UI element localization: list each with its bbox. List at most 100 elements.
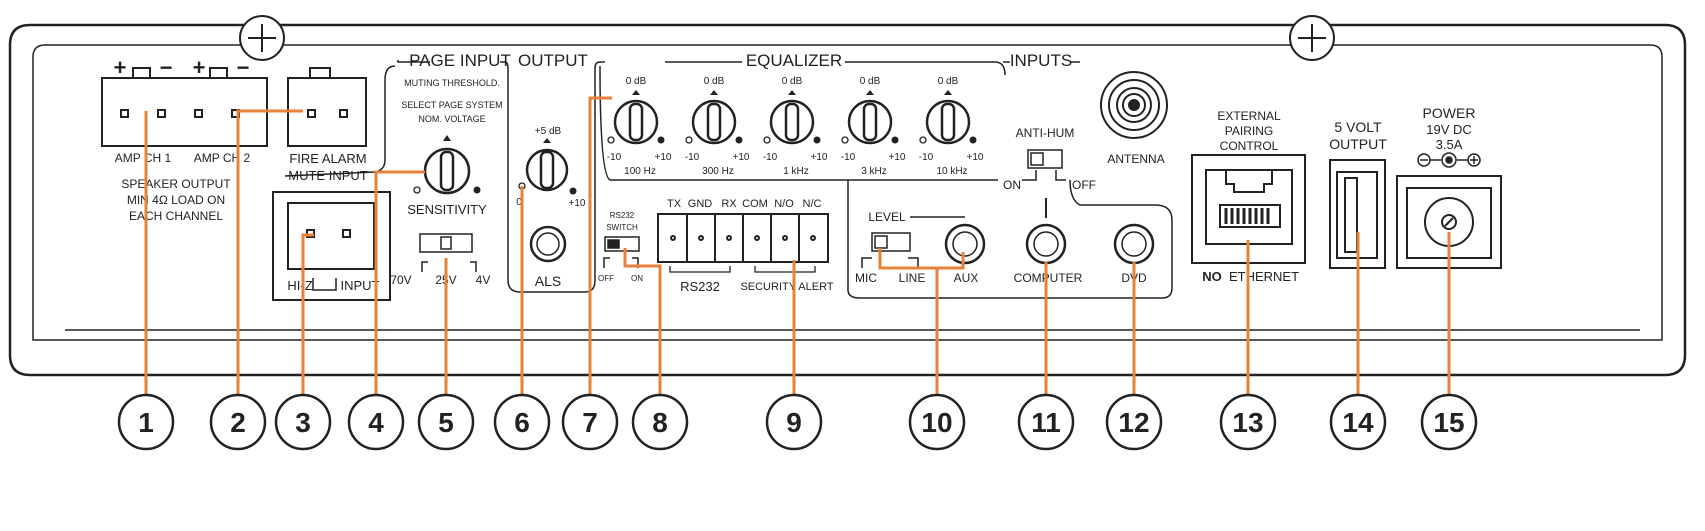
- callout-line-8: [623, 248, 662, 400]
- svg-text:−: −: [237, 55, 250, 80]
- power-label-1: POWER: [1423, 105, 1476, 121]
- section-brackets: [273, 60, 1173, 301]
- callout-8: 8: [631, 393, 689, 451]
- antihum-switch[interactable]: [1022, 149, 1066, 218]
- svg-text:+: +: [193, 55, 206, 80]
- callout-6: 6: [493, 393, 551, 451]
- callout-number: 8: [652, 407, 668, 438]
- eq-max-label: +10: [811, 152, 828, 163]
- antenna-connector[interactable]: [1100, 71, 1168, 139]
- switch-70v: 70V: [390, 273, 411, 287]
- callout-number: 7: [582, 407, 598, 438]
- pairing-label-3: CONTROL: [1220, 139, 1279, 153]
- section-page-input: PAGE INPUT: [409, 51, 511, 70]
- terminal-block: [657, 213, 829, 273]
- speaker-polarity: + − + −: [114, 55, 250, 80]
- pin-gnd: GND: [688, 198, 713, 210]
- section-inputs: INPUTS: [1010, 51, 1072, 70]
- output-volume-knob[interactable]: [518, 138, 577, 195]
- rs232-off-label: OFF: [598, 274, 614, 283]
- aux-jack[interactable]: [944, 223, 986, 265]
- power-label-2: 19V DC: [1426, 122, 1472, 137]
- rs232-dip-switch[interactable]: [603, 236, 640, 268]
- output-plus5-label: +5 dB: [535, 126, 562, 137]
- callout-5: 5: [417, 393, 475, 451]
- callout-number: 3: [295, 407, 311, 438]
- computer-jack[interactable]: [1025, 223, 1067, 265]
- screw-right: [1289, 15, 1335, 61]
- eq-freq-label: 100 Hz: [624, 166, 656, 177]
- callout-line-4: [374, 170, 425, 400]
- eq-min-label: -10: [841, 152, 856, 163]
- eq-max-label: +10: [889, 152, 906, 163]
- eq-min-label: -10: [919, 152, 934, 163]
- line-label: LINE: [899, 271, 926, 285]
- usb-label-2: OUTPUT: [1329, 136, 1387, 152]
- eq-freq-label: 1 kHz: [783, 166, 809, 177]
- level-label: LEVEL: [868, 210, 906, 224]
- callout-10: 10: [908, 393, 966, 451]
- screw-left: [239, 15, 285, 61]
- sensitivity-knob[interactable]: [413, 135, 481, 195]
- speaker-desc-1: SPEAKER OUTPUT: [121, 177, 231, 191]
- power-jack[interactable]: [1396, 175, 1502, 269]
- callout-line-3: [301, 233, 314, 400]
- antihum-on-label: ON: [1003, 178, 1021, 192]
- svg-text:+: +: [114, 55, 127, 80]
- usb-label-1: 5 VOLT: [1334, 119, 1382, 135]
- eq-max-label: +10: [733, 152, 750, 163]
- level-switch[interactable]: [861, 216, 965, 268]
- rs232-on-label: ON: [631, 274, 643, 283]
- switch-4v: 4V: [476, 273, 491, 287]
- output-max-label: +10: [569, 198, 586, 209]
- voltage-switch[interactable]: [419, 233, 477, 272]
- callout-line-2: [236, 109, 303, 400]
- callout-number: 2: [230, 407, 246, 438]
- callout-number: 4: [368, 407, 384, 438]
- callout-12: 12: [1105, 393, 1163, 451]
- eq-freq-label: 3 kHz: [861, 166, 887, 177]
- speaker-terminal: [101, 67, 268, 147]
- pairing-label-1: EXTERNAL: [1217, 109, 1281, 123]
- callout-15: 15: [1420, 393, 1478, 451]
- callout-3: 3: [274, 393, 332, 451]
- callout-number: 12: [1118, 407, 1149, 438]
- speaker-desc-3: EACH CHANNEL: [129, 209, 223, 223]
- security-alert-label: SECURITY ALERT: [740, 281, 833, 293]
- als-jack[interactable]: [529, 225, 567, 263]
- eq-min-label: -10: [685, 152, 700, 163]
- eq-knob-4[interactable]: 0 dB-10+103 kHz: [841, 76, 906, 177]
- callout-1: 1: [117, 393, 175, 451]
- svg-text:−: −: [160, 55, 173, 80]
- aux-label: AUX: [954, 271, 979, 285]
- eq-top-label: 0 dB: [938, 76, 959, 87]
- callout-13: 13: [1219, 393, 1277, 451]
- callout-lines: [144, 96, 1451, 400]
- dvd-jack[interactable]: [1113, 223, 1155, 265]
- hiz-label: HI-Z: [287, 278, 312, 293]
- usb-port[interactable]: [1329, 159, 1386, 269]
- callout-number: 5: [438, 407, 454, 438]
- speaker-desc-2: MIN 4Ω LOAD ON: [127, 193, 225, 207]
- section-equalizer: EQUALIZER: [746, 51, 842, 70]
- muting-threshold-label: MUTING THRESHOLD.: [404, 78, 500, 88]
- mic-label: MIC: [855, 271, 877, 285]
- callout-number: 11: [1031, 407, 1061, 438]
- eq-knob-3[interactable]: 0 dB-10+101 kHz: [763, 76, 828, 177]
- callout-line-10: [878, 248, 965, 400]
- callout-number: 1: [138, 407, 154, 438]
- eq-top-label: 0 dB: [704, 76, 725, 87]
- als-label: ALS: [535, 273, 561, 289]
- antihum-label: ANTI-HUM: [1016, 126, 1075, 140]
- eq-top-label: 0 dB: [626, 76, 647, 87]
- pin-nc: N/C: [803, 198, 822, 210]
- input-label: INPUT: [341, 278, 380, 293]
- callout-2: 2: [209, 393, 267, 451]
- select-page-label-2: NOM. VOLTAGE: [418, 114, 485, 124]
- amp-ch1-label: AMP CH 1: [115, 151, 172, 165]
